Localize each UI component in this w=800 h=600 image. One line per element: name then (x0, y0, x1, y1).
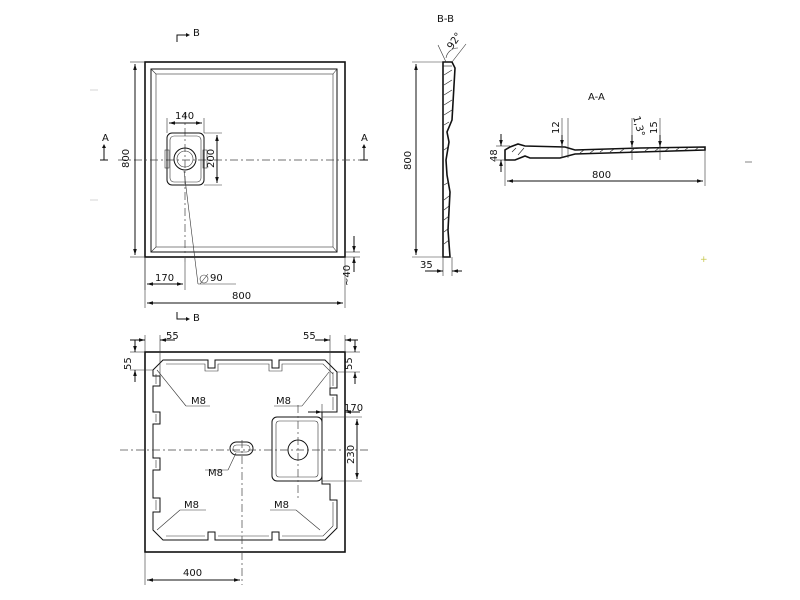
svg-text:M8: M8 (276, 396, 291, 407)
dim-aa-depth-text: 12 (551, 121, 562, 134)
center-slot (229, 441, 254, 456)
section-a-marker-left: A (100, 133, 109, 161)
section-b-marker-bottom: B (176, 312, 200, 324)
section-bb-title: B-B (437, 14, 454, 25)
bottom-outline (144, 351, 346, 553)
dim-bb-height: 800 (403, 61, 443, 258)
svg-text:230: 230 (346, 445, 357, 464)
dim-aa-height: 48 (489, 134, 510, 172)
dim-drain-height-text: 200 (206, 149, 217, 168)
dim-bb-height-text: 800 (403, 151, 414, 170)
dim-bb-thickness-text: 35 (420, 260, 433, 271)
dim-drain-width: 140 (166, 111, 205, 133)
m8-label-bottom-left: M8 (156, 500, 206, 531)
dim-drain-width-text: 140 (175, 111, 194, 122)
dim-width-800: 800 (144, 257, 346, 308)
m8-label-top-left: M8 (156, 369, 210, 407)
dim-diameter-text: 90 (210, 273, 223, 284)
section-aa: A-A 48 (489, 92, 752, 186)
m8-label-bottom-right: M8 (270, 500, 321, 531)
drain-grate (164, 132, 208, 186)
section-aa-profile (504, 143, 706, 161)
dim-bottom-right: 55 (337, 340, 360, 384)
svg-text:55: 55 (166, 331, 179, 342)
top-view: B B A (100, 28, 368, 324)
drain-circle (173, 147, 197, 171)
section-b-marker-top: B (176, 28, 200, 42)
angle-text: 92° (445, 31, 464, 52)
dim-bottom-drain-height: 230 (322, 416, 362, 482)
dim-aa-height-text: 48 (489, 149, 500, 162)
dim-offset-text: 170 (155, 273, 174, 284)
dim-diameter: 90 (183, 170, 236, 285)
dim-aa-edge: 15 (649, 118, 662, 160)
slope-text: 1,3° (630, 115, 646, 138)
dim-bottom-left: 55 (123, 340, 153, 382)
angle-marker: 92° (437, 31, 467, 63)
svg-text:M8: M8 (274, 500, 289, 511)
dim-offset-170: 170 (144, 257, 186, 290)
svg-text:M8: M8 (208, 468, 223, 479)
dim-bottom-drain-offset: 170 (308, 403, 363, 418)
bottom-rib-outline (152, 359, 338, 541)
dim-aa-depth: 12 (551, 118, 569, 158)
dim-bb-thickness: 35 (420, 257, 462, 276)
m8-label-center: M8 (205, 452, 237, 479)
tray-rim (150, 68, 338, 253)
plus-mark-icon: + (700, 255, 708, 265)
bottom-view: M8 M8 M8 M8 M8 55 (120, 331, 370, 585)
section-bb: B-B 92° (403, 14, 467, 276)
section-b-label-top: B (193, 28, 200, 39)
svg-text:170: 170 (344, 403, 363, 414)
dim-width-text: 800 (232, 291, 251, 302)
svg-text:M8: M8 (191, 396, 206, 407)
svg-text:400: 400 (183, 568, 202, 579)
section-bb-profile (442, 61, 456, 258)
tray-outline (144, 61, 346, 258)
section-a-label-right: A (361, 133, 368, 144)
section-b-label-bottom: B (193, 313, 200, 324)
dim-drain-height: 200 (204, 132, 222, 186)
m8-label-top-right: M8 (274, 371, 330, 407)
dim-bottom-top-left: 55 (130, 331, 179, 376)
dim-height-text: 800 (121, 149, 132, 168)
dim-rim-text: ~40 (342, 265, 353, 286)
dim-bottom-top-right: 55 (303, 331, 358, 388)
slope-marker: 1,3° (630, 115, 646, 160)
section-aa-title: A-A (588, 92, 605, 103)
dim-bottom-400: 400 (144, 552, 240, 585)
svg-text:55: 55 (303, 331, 316, 342)
dim-aa-edge-text: 15 (649, 121, 660, 134)
svg-text:55: 55 (344, 357, 355, 370)
dim-aa-length: 800 (504, 150, 706, 186)
svg-text:M8: M8 (184, 500, 199, 511)
section-a-label-left: A (102, 133, 109, 144)
dim-rim: ~40 (342, 236, 360, 286)
bottom-drain-box (271, 416, 323, 482)
section-a-marker-right: A (360, 133, 368, 161)
dim-aa-length-text: 800 (592, 170, 611, 181)
svg-text:55: 55 (123, 357, 134, 370)
dim-height-800: 800 (121, 61, 145, 258)
